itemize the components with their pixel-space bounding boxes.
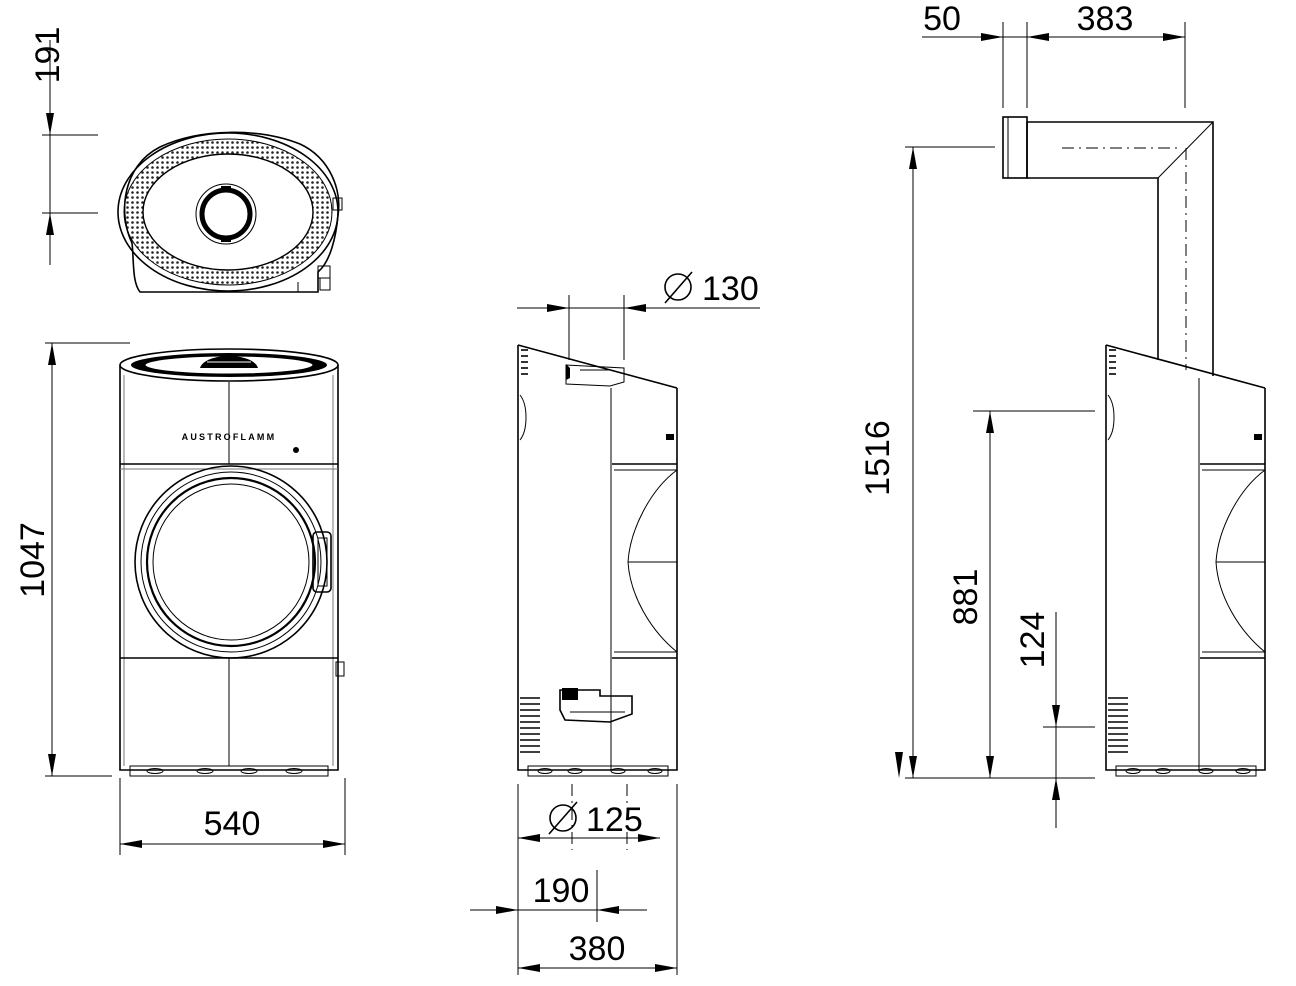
dim-124-label: 124 [1014, 612, 1052, 669]
dim-50-383: 50 383 [922, 0, 1186, 108]
top-view [117, 131, 343, 293]
brand-logo: AUSTROFLAMM [182, 432, 277, 442]
dim-125: 125 [517, 784, 678, 975]
dim-1516-label: 1516 [859, 420, 897, 496]
dim-1047: 1047 [14, 342, 130, 777]
dim-380-label: 380 [569, 930, 626, 968]
dim-190: 190 [470, 870, 647, 922]
dim-540: 540 [119, 778, 346, 855]
dim-540-label: 540 [204, 805, 261, 843]
dim-1047-label: 1047 [14, 522, 52, 598]
dim-383-label: 383 [1077, 0, 1134, 38]
dim-130-label: 130 [702, 270, 759, 308]
front-view: AUSTROFLAMM [119, 348, 345, 777]
side-view-flue [1002, 116, 1266, 777]
dim-191: 191 [29, 27, 98, 265]
dim-380: 380 [518, 930, 677, 972]
dim-881: 881 [947, 410, 1095, 778]
dim-130: 130 [517, 270, 760, 360]
dim-1516: 1516 [859, 146, 1095, 779]
dim-190-label: 190 [533, 872, 590, 910]
dim-191-label: 191 [29, 27, 67, 84]
dim-125-label: 125 [586, 801, 643, 839]
dim-124: 124 [1014, 612, 1095, 828]
dim-50-label: 50 [923, 0, 961, 38]
dim-881-label: 881 [947, 569, 985, 626]
side-view [517, 344, 678, 777]
